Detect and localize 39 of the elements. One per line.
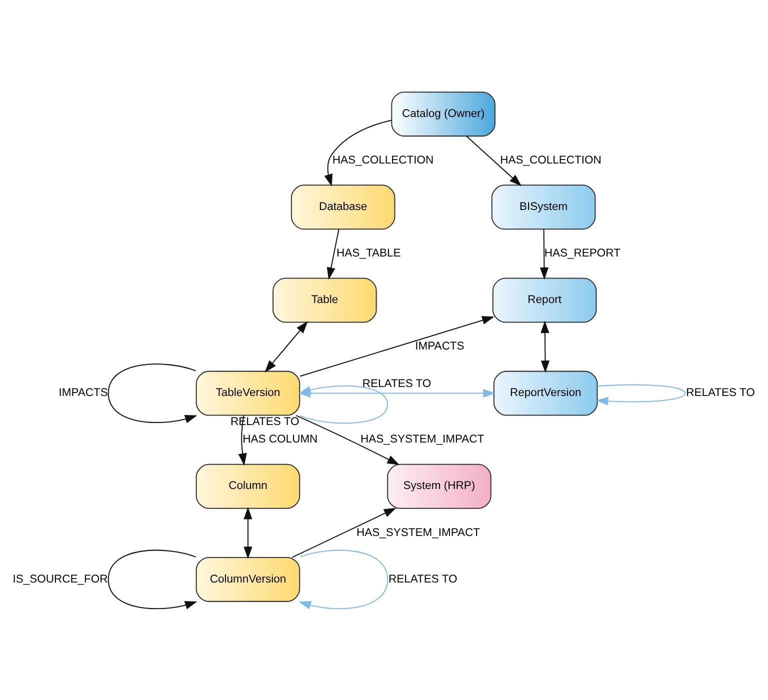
edge-label: RELATES TO — [388, 572, 458, 585]
node-box: ReportVersion — [493, 370, 598, 416]
arrow — [300, 316, 494, 376]
edge-label: HAS_TABLE — [336, 247, 401, 260]
node-box: Catalog (Owner) — [391, 91, 496, 136]
arrow — [238, 414, 247, 466]
arrow — [298, 388, 496, 398]
arrow — [596, 384, 686, 405]
edge-label: HAS_COLLECTION — [332, 154, 434, 166]
node-box: Column — [196, 463, 300, 508]
edge-label: IMPACTS — [58, 386, 108, 399]
arrow — [466, 135, 522, 186]
arrow — [292, 507, 396, 558]
edge-label: HAS_SYSTEM_IMPACT — [356, 526, 480, 538]
node-box: Report — [492, 277, 597, 322]
node-box: BISystem — [491, 184, 596, 230]
arrow — [298, 549, 388, 609]
node-box: Database — [290, 184, 396, 230]
node-box: Table — [272, 277, 377, 322]
arrow — [244, 506, 252, 558]
edge-label: HAS_COLLECTION — [500, 154, 602, 166]
edge-label: HAS_REPORT — [544, 247, 620, 260]
arrow — [324, 119, 392, 186]
edge-label: IS_SOURCE_FOR — [12, 572, 108, 585]
arrow — [540, 228, 549, 280]
edge-label: HAS COLUMN — [242, 433, 318, 446]
edge-label: IMPACTS — [415, 340, 464, 352]
node-box: System (HRP) — [387, 463, 492, 508]
arrow — [108, 549, 198, 609]
edge-label: HAS_SYSTEM_IMPACT — [360, 433, 484, 446]
arrow — [540, 320, 550, 372]
edge-label: RELATES TO — [686, 386, 755, 399]
arrow — [108, 363, 198, 423]
edge-label: RELATES TO — [362, 377, 432, 390]
node-box: ColumnVersion — [196, 556, 300, 602]
arrow — [326, 228, 340, 280]
arrow — [264, 320, 308, 372]
arrow — [296, 414, 400, 465]
node-box: TableVersion — [196, 370, 300, 416]
